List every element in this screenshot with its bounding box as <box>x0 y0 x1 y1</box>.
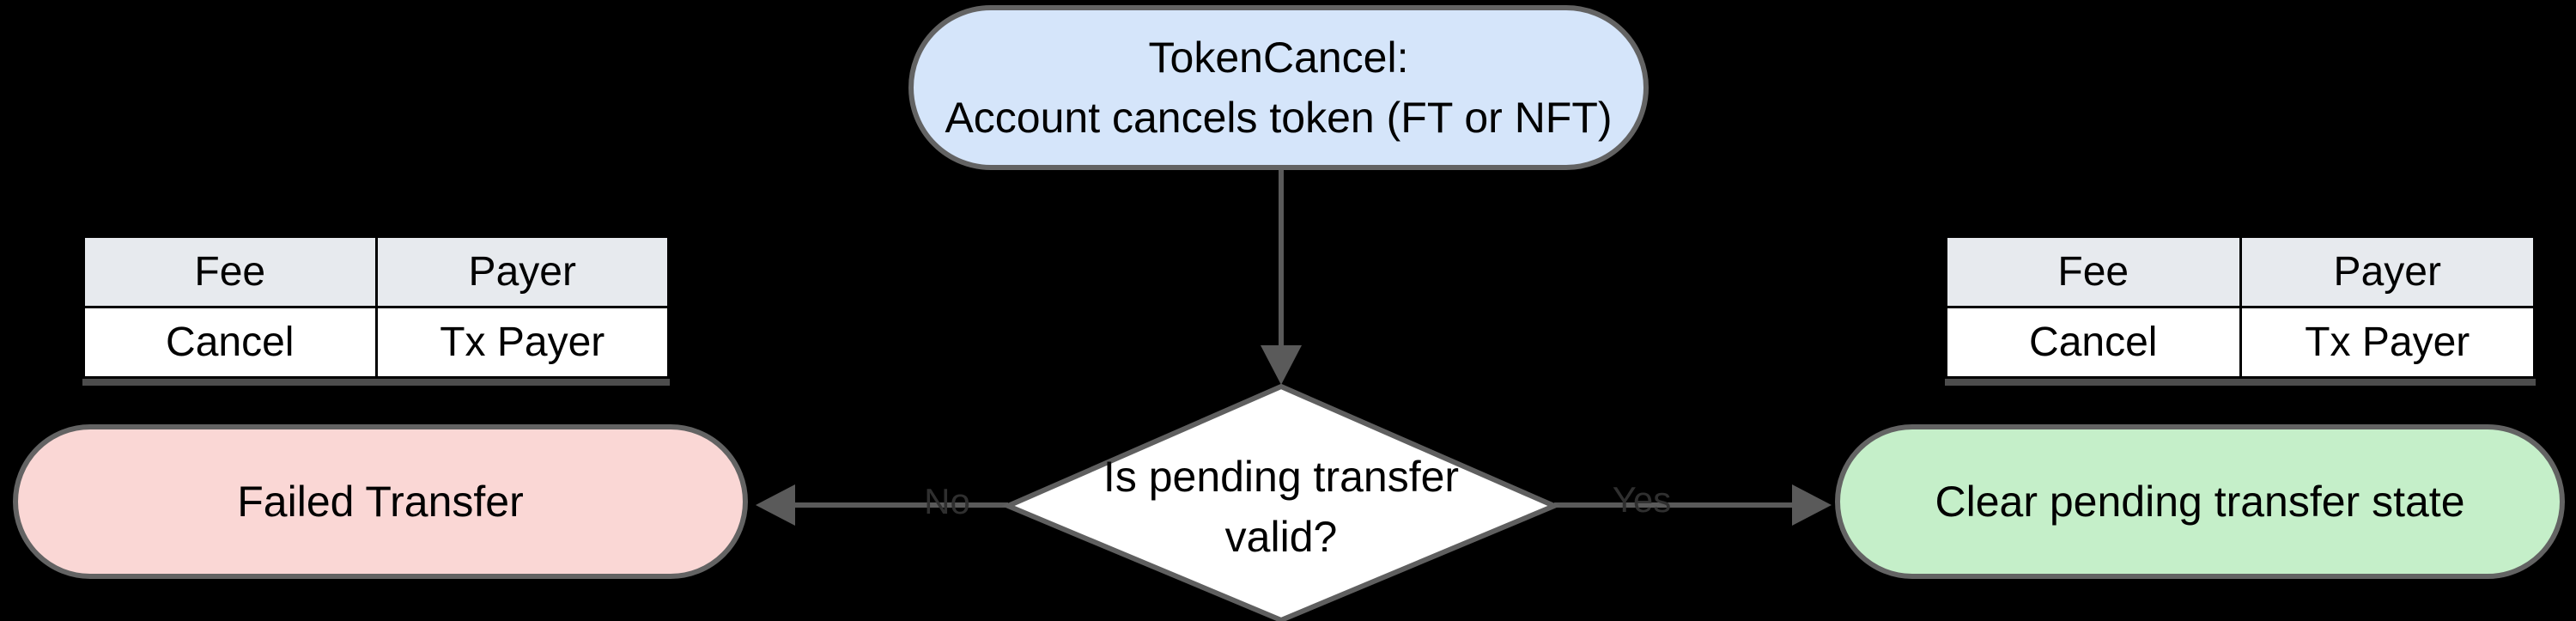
edge-label-yes: Yes <box>1612 479 1672 520</box>
cell-payer-value: Tx Payer <box>374 306 670 379</box>
arrowhead-left-icon <box>756 484 795 526</box>
node-decision-label: Is pending transfer valid? <box>1066 438 1496 575</box>
decision-diamond-shape <box>1001 383 1561 621</box>
table-header-row: Fee Payer <box>82 235 670 308</box>
node-clear-pending-state-label: Clear pending transfer state <box>1935 478 2465 526</box>
decision-line2: valid? <box>1224 513 1338 561</box>
cell-payer-value: Tx Payer <box>2239 306 2536 379</box>
cell-fee-value: Cancel <box>1945 306 2242 379</box>
table-header-row: Fee Payer <box>1945 235 2536 308</box>
arrowhead-down-icon <box>1261 345 1302 385</box>
header-cell-fee: Fee <box>82 235 378 308</box>
header-cell-payer: Payer <box>2239 235 2536 308</box>
node-failed-transfer: Failed Transfer <box>13 424 748 579</box>
cell-fee-value: Cancel <box>82 306 378 379</box>
node-clear-pending-state: Clear pending transfer state <box>1835 424 2565 579</box>
arrowhead-right-icon <box>1792 484 1832 526</box>
header-cell-payer: Payer <box>374 235 670 308</box>
table-row: Cancel Tx Payer <box>82 306 670 379</box>
node-token-cancel-line2: Account cancels token (FT or NFT) <box>945 94 1613 142</box>
node-failed-transfer-label: Failed Transfer <box>237 478 524 526</box>
edge-label-no: No <box>924 481 970 521</box>
fee-table-right: Fee Payer Cancel Tx Payer <box>1945 235 2536 379</box>
decision-line1: Is pending transfer <box>1103 453 1460 501</box>
header-cell-fee: Fee <box>1945 235 2242 308</box>
table-row: Cancel Tx Payer <box>1945 306 2536 379</box>
node-token-cancel: TokenCancel: Account cancels token (FT o… <box>908 5 1649 170</box>
fee-table-left: Fee Payer Cancel Tx Payer <box>82 235 670 379</box>
node-token-cancel-line1: TokenCancel: <box>1148 33 1409 82</box>
